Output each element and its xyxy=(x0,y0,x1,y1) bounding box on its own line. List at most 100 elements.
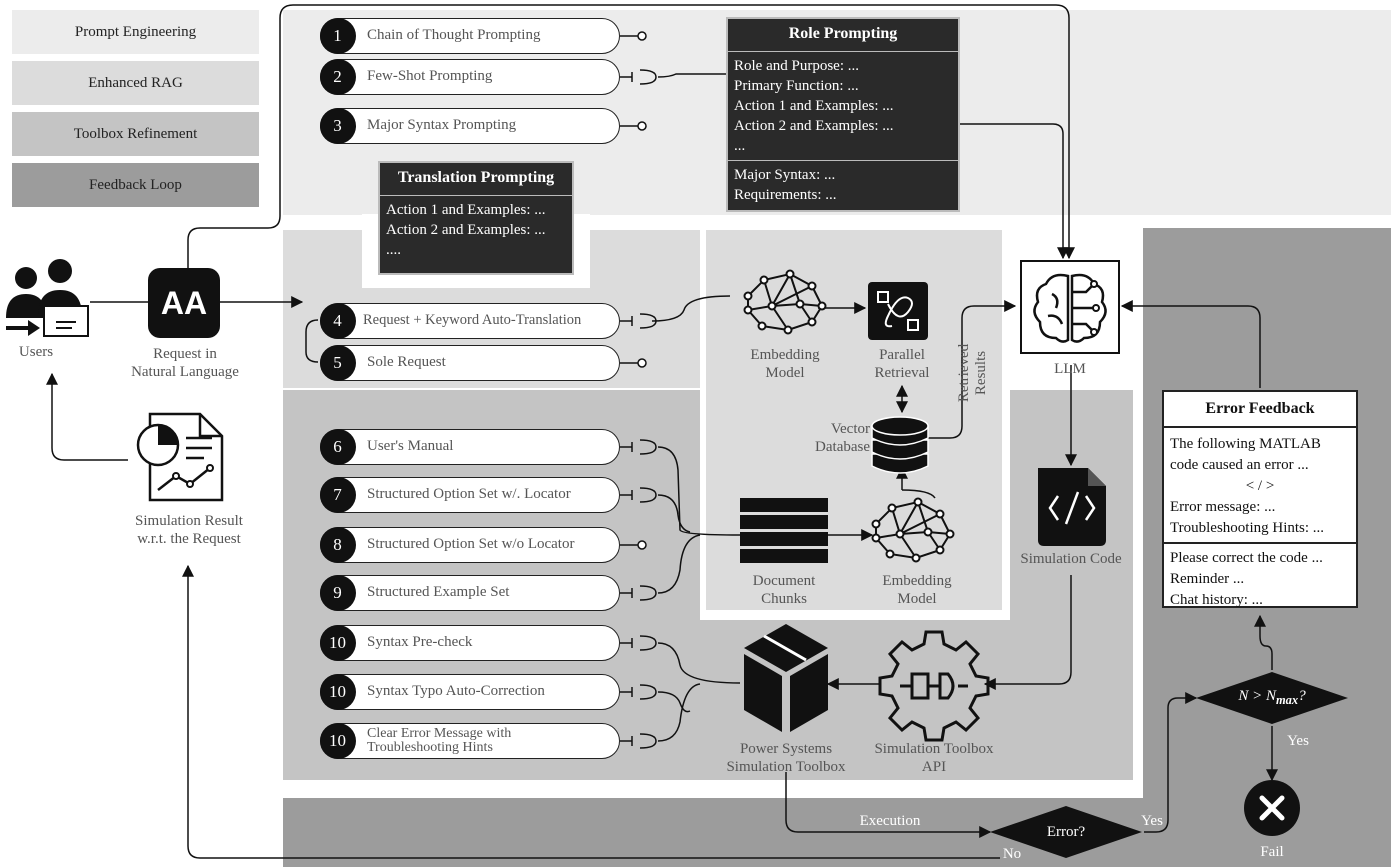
number-badge: 1 xyxy=(319,17,356,54)
legend-feedback-loop: Feedback Loop xyxy=(12,163,259,207)
pill-label: Structured Example Set xyxy=(367,584,510,600)
embedding-model-top-label: Embedding Model xyxy=(750,347,820,381)
number-badge: 4 xyxy=(319,302,356,339)
n-max-suffix: ? xyxy=(1298,688,1306,704)
n-max-sub: max xyxy=(1275,693,1299,707)
toolbox-item-error-message: 10 Clear Error Message with Troubleshoot… xyxy=(319,722,620,759)
toolbox-item-users-manual: 6 User's Manual xyxy=(319,428,620,465)
fail-label: Fail xyxy=(1260,844,1284,860)
error-feedback-panel: Error Feedback The following MATLAB code… xyxy=(1162,390,1358,608)
yes-label-decision: Yes xyxy=(1287,733,1309,749)
llm-label: LLM xyxy=(1054,361,1086,377)
number-badge: 9 xyxy=(319,574,356,611)
number-badge: 10 xyxy=(319,722,356,759)
execution-label: Execution xyxy=(859,813,921,829)
toolbox-item-syntax-precheck: 10 Syntax Pre-check xyxy=(319,624,620,661)
feedback-divider xyxy=(1164,542,1356,544)
pill-label: Syntax Typo Auto-Correction xyxy=(367,683,545,699)
pill-label: Structured Option Set w/o Locator xyxy=(367,536,575,552)
translate-icon-glyph: AA xyxy=(160,284,208,321)
role-prompting-title: Role Prompting xyxy=(788,25,898,42)
pill-label: Sole Request xyxy=(367,354,446,370)
feedback-line: Chat history: ... xyxy=(1170,592,1263,608)
legend-enhanced-rag: Enhanced RAG xyxy=(12,61,259,105)
number-badge: 8 xyxy=(319,526,356,563)
toolbox-item-option-set-locator: 7 Structured Option Set w/. Locator xyxy=(319,476,620,513)
llm-icon xyxy=(1020,260,1120,354)
number-badge: 7 xyxy=(319,476,356,513)
feedback-line: Reminder ... xyxy=(1170,571,1245,587)
prompt-item-chain-of-thought: 1 Chain of Thought Prompting xyxy=(319,17,620,54)
prompt-item-few-shot: 2 Few-Shot Prompting xyxy=(319,58,620,95)
feedback-line: Troubleshooting Hints: ... xyxy=(1170,520,1325,536)
error-feedback-title: Error Feedback xyxy=(1164,392,1356,428)
enhanced-rag-lower-inner xyxy=(706,230,1002,610)
request-label: Request in Natural Language xyxy=(131,346,239,380)
api-label: Simulation Toolbox API xyxy=(874,741,994,775)
role-line: Major Syntax: ... xyxy=(734,167,836,183)
pill-label: Few-Shot Prompting xyxy=(367,68,493,84)
pill-label: Structured Option Set w/. Locator xyxy=(367,486,571,502)
parallel-retrieval-label: Parallel Retrieval xyxy=(874,347,930,381)
role-line: Action 2 and Examples: ... xyxy=(734,118,894,134)
number-badge: 3 xyxy=(319,107,356,144)
role-prompting-panel: Role Prompting Role and Purpose: ... Pri… xyxy=(726,17,960,212)
embedding-model-bottom-label: Embedding Model xyxy=(882,573,952,607)
toolbox-item-example-set: 9 Structured Example Set xyxy=(319,574,620,611)
n-max-base: N > N xyxy=(1238,688,1276,704)
pill-label: Syntax Pre-check xyxy=(367,634,473,650)
power-toolbox-label: Power Systems Simulation Toolbox xyxy=(726,741,846,775)
rag-item-request-translation: 4 Request + Keyword Auto-Translation xyxy=(319,302,620,339)
document-chunks-label: Document Chunks xyxy=(752,573,816,607)
pill-label: Clear Error Message with Troubleshooting… xyxy=(367,725,512,755)
feedback-line: The following MATLAB xyxy=(1170,436,1321,452)
role-line: Primary Function: ... xyxy=(734,78,859,94)
role-line: ... xyxy=(734,138,746,154)
number-badge: 6 xyxy=(319,428,356,465)
translation-prompting-title: Translation Prompting xyxy=(397,169,555,186)
feedback-line: Please correct the code ... xyxy=(1170,550,1323,566)
translate-icon: AA xyxy=(148,268,220,338)
translation-line: Action 2 and Examples: ... xyxy=(386,222,546,238)
translation-line: .... xyxy=(386,242,401,258)
prompt-item-major-syntax: 3 Major Syntax Prompting xyxy=(319,107,620,144)
rag-item-sole-request: 5 Sole Request xyxy=(319,344,620,381)
pill-label: Chain of Thought Prompting xyxy=(367,27,541,43)
pill-label: Request + Keyword Auto-Translation xyxy=(363,312,582,328)
role-line: Action 1 and Examples: ... xyxy=(734,98,894,114)
pill-label: User's Manual xyxy=(367,438,454,454)
legend-prompt-engineering: Prompt Engineering xyxy=(12,10,259,54)
legend-toolbox-refinement: Toolbox Refinement xyxy=(12,112,259,156)
translation-line: Action 1 and Examples: ... xyxy=(386,202,546,218)
number-badge: 10 xyxy=(319,673,356,710)
number-badge: 5 xyxy=(319,344,356,381)
translation-prompting-panel: Translation Prompting Action 1 and Examp… xyxy=(378,161,574,275)
feedback-line: code caused an error ... xyxy=(1170,457,1309,473)
simulation-result-label: Simulation Result w.r.t. the Request xyxy=(135,513,243,547)
number-badge: 2 xyxy=(319,58,356,95)
pill-label: Major Syntax Prompting xyxy=(367,117,517,133)
toolbox-item-typo-correction: 10 Syntax Typo Auto-Correction xyxy=(319,673,620,710)
n-max-decision-label: N > Nmax? xyxy=(1216,688,1328,708)
feedback-line: Error message: ... xyxy=(1170,499,1276,515)
users-label: Users xyxy=(18,344,54,360)
feedback-line: < / > xyxy=(1245,478,1275,494)
number-badge: 10 xyxy=(319,624,356,661)
role-line: Role and Purpose: ... xyxy=(734,58,859,74)
parallel-retrieval-icon xyxy=(868,282,928,340)
vector-database-label: Vector Database xyxy=(815,421,870,455)
role-line: Requirements: ... xyxy=(734,187,837,203)
error-decision-label: Error? xyxy=(1046,824,1086,840)
simulation-code-label: Simulation Code xyxy=(1020,551,1122,567)
